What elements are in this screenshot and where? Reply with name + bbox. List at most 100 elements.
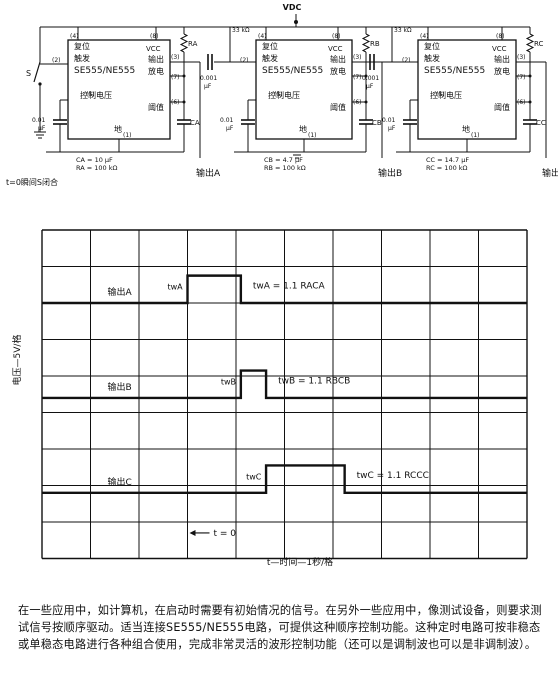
reset-label: 复位 <box>74 41 90 51</box>
vcc-label: VCC <box>328 45 343 53</box>
control-cap-value: 0.01 <box>382 117 396 124</box>
t0-marker: t = 0 <box>189 529 237 539</box>
chip-name: SE555/NE555 <box>74 66 135 76</box>
pin-1: (1) <box>471 132 480 139</box>
control-label: 控制电压 <box>80 90 112 100</box>
pin-7: (7) <box>517 74 526 81</box>
pin-4: (4) <box>258 33 267 40</box>
control-label: 控制电压 <box>430 90 462 100</box>
sequential-timer-circuit: VDC St=0瞬间S闭合 复位 VCC 触发 输出 SE555/NE555 放电控制电压阈值… <box>6 3 558 187</box>
pin-2: (2) <box>402 57 411 64</box>
pin-5: (5) <box>274 91 283 98</box>
pin-3: (3) <box>353 54 362 61</box>
reset-label: 复位 <box>262 41 278 51</box>
trigger-label: 触发 <box>262 53 278 63</box>
reset-label: 复位 <box>424 41 440 51</box>
output-label: 输出 <box>330 54 346 64</box>
pin-4: (4) <box>70 33 79 40</box>
output-text: 输出A <box>196 167 221 179</box>
trigger-label: 触发 <box>74 53 90 63</box>
trace-waveform <box>42 274 527 305</box>
cap-label: CA <box>190 119 200 127</box>
coupling-unit: μF <box>204 83 212 90</box>
trigger-label: 触发 <box>424 53 440 63</box>
pin-2: (2) <box>240 57 249 64</box>
t0-arrowhead <box>189 529 196 536</box>
vcc-label: VCC <box>492 45 507 53</box>
x-axis-label: t—时间—1秒/格 <box>267 556 333 568</box>
threshold-label: 阈值 <box>330 102 346 112</box>
switch-note: t=0瞬间S闭合 <box>6 177 58 187</box>
pulse-formula: twC = 1.1 RCCC <box>357 471 429 481</box>
ground-label: 地 <box>114 124 122 134</box>
ground-label: 地 <box>299 124 307 134</box>
switch-blade <box>33 61 41 83</box>
coupling-value: 0.001 <box>200 75 217 82</box>
node <box>528 74 532 78</box>
resistor-label: RA <box>188 40 198 48</box>
vcc-label: VCC <box>146 45 161 53</box>
chip-name: SE555/NE555 <box>424 66 485 76</box>
pullup-label: 33 kΩ <box>394 27 412 34</box>
discharge-label: 放电 <box>494 66 510 76</box>
component-value: RC = 100 kΩ <box>426 164 468 172</box>
pin-1: (1) <box>308 132 317 139</box>
pin-8: (8) <box>496 33 505 40</box>
trace-waveform <box>42 464 527 494</box>
cap-label: CC <box>536 119 546 127</box>
control-cap-unit: μF <box>38 125 46 132</box>
resistor-label: RC <box>534 40 544 48</box>
pin-7: (7) <box>171 74 180 81</box>
pulse-label: twC <box>246 472 262 481</box>
control-cap-unit: μF <box>226 125 234 132</box>
control-cap-value: 0.01 <box>32 117 46 124</box>
node <box>364 74 368 78</box>
pulse-formula: twA = 1.1 RACA <box>253 281 326 291</box>
pin-8: (8) <box>332 33 341 40</box>
chip-name: SE555/NE555 <box>262 66 323 76</box>
trace-name: 输出C <box>107 476 131 488</box>
pulse-label: twA <box>168 283 184 292</box>
component-value: CB = 4.7 μF <box>264 156 303 164</box>
component-value: CC = 14.7 μF <box>426 156 469 164</box>
resistor-label: RB <box>370 40 380 48</box>
component-value: RB = 100 kΩ <box>264 164 306 172</box>
control-label: 控制电压 <box>268 90 300 100</box>
cap-label: CB <box>372 119 382 127</box>
timing-resistor <box>361 33 371 53</box>
component-value: CA = 10 μF <box>76 156 113 164</box>
t0-label: t = 0 <box>214 529 237 539</box>
description-paragraph: 在一些应用中，如计算机，在启动时需要有初始情况的信号。在另外一些应用中，像测试设… <box>18 604 542 651</box>
ground-label: 地 <box>462 124 470 134</box>
node <box>182 74 186 78</box>
y-axis-label: 电压—5V/格 <box>11 335 23 386</box>
pin-3: (3) <box>517 54 526 61</box>
trace-3: 输出C twC twC = 1.1 RCCC <box>42 464 527 494</box>
trace-name: 输出B <box>108 381 132 393</box>
component-value: RA = 100 kΩ <box>76 164 118 172</box>
trace-waveform <box>42 369 527 400</box>
pulse-label: twB <box>221 377 236 386</box>
pin-3: (3) <box>171 54 180 61</box>
threshold-label: 阈值 <box>148 102 164 112</box>
pin-4: (4) <box>420 33 429 40</box>
output-label: 输出 <box>148 54 164 64</box>
output-label: 输出 <box>494 54 510 64</box>
switch-label: S <box>26 69 31 78</box>
pin-8: (8) <box>150 33 159 40</box>
pin-5: (5) <box>86 91 95 98</box>
timing-resistor <box>525 33 535 53</box>
vdc-label: VDC <box>283 3 302 12</box>
output-text: 输出B <box>378 167 402 179</box>
discharge-label: 放电 <box>330 66 346 76</box>
pin-1: (1) <box>123 132 132 139</box>
pin-2: (2) <box>52 57 61 64</box>
output-text: 输出C <box>542 167 558 179</box>
coupling-unit: μF <box>366 83 374 90</box>
